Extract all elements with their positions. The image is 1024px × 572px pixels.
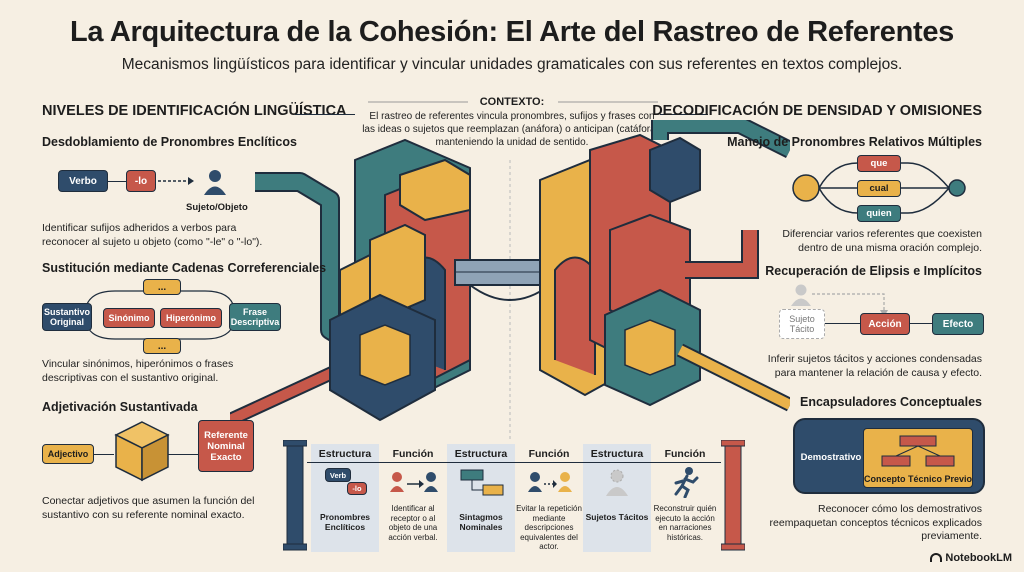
- adjective-box: Adjectivo: [42, 444, 94, 464]
- relative-quien: quien: [857, 205, 901, 222]
- brand-logo: NotebookLM: [930, 552, 1012, 564]
- table-header-2: Función: [392, 448, 434, 460]
- table-caption-4: Evitar la repetición mediante descripcio…: [516, 504, 582, 552]
- page-title: La Arquitectura de la Cohesión: El Arte …: [69, 16, 955, 48]
- chains-title: Sustitución mediante Cadenas Correferenc…: [42, 261, 327, 275]
- subject-label: Sujeto/Objeto: [186, 202, 248, 213]
- table-col-5: [583, 444, 651, 552]
- ellipsis-title: Recuperación de Elipsis e Implícitos: [765, 264, 982, 278]
- encapsulators-desc: Reconocer cómo los demostrativos reempaq…: [769, 503, 982, 543]
- synonym-box: Sinónimo: [103, 308, 155, 328]
- left-pillar-icon: [283, 440, 307, 551]
- ellipsis-desc: Inferir sujetos tácitos y acciones conde…: [767, 353, 982, 379]
- runner-icon: [674, 467, 699, 498]
- tacit-action-connector: [825, 323, 860, 324]
- adjective-title: Adjetivación Sustantivada: [42, 400, 198, 414]
- chains-desc: Vincular sinónimos, hiperónimos o frases…: [42, 358, 234, 384]
- table-header-rule: [307, 462, 721, 463]
- table-suffix-icon: -lo: [347, 482, 367, 495]
- architecture-illustration: [230, 120, 790, 440]
- left-heading: NIVELES DE IDENTIFICACIÓN LINGÜÍSTICA: [42, 103, 347, 119]
- action-box: Acción: [860, 313, 910, 335]
- context-title: CONTEXTO:: [479, 96, 545, 108]
- summary-table: Estructura Función Estructura Función Es…: [307, 444, 721, 552]
- phrase-box: Frase Descriptiva: [229, 303, 281, 331]
- right-heading-rule: [660, 114, 708, 115]
- table-header-6: Función: [664, 448, 706, 460]
- context-body: El rastreo de referentes vincula pronomb…: [362, 111, 662, 148]
- person-icon: [204, 170, 226, 195]
- relatives-title: Manejo de Pronombres Relativos Múltiples: [727, 135, 982, 149]
- table-col-1: [311, 444, 379, 552]
- arrow-icon: [158, 177, 194, 185]
- verb-connector: [108, 181, 126, 182]
- concept-diagram-icon: [881, 435, 955, 467]
- verb-box: Verbo: [58, 170, 108, 192]
- original-noun-box: Sustantivo Original: [42, 303, 92, 331]
- table-header-5: Estructura: [590, 448, 644, 460]
- table-header-3: Estructura: [454, 448, 508, 460]
- action-effect-connector: [910, 323, 932, 324]
- right-pillar-icon: [721, 440, 745, 551]
- table-caption-2: Identificar al receptor o al objeto de u…: [388, 504, 438, 542]
- cube-connector: [168, 454, 200, 455]
- page-subtitle: Mecanismos lingüísticos para identificar…: [121, 56, 903, 73]
- receiver-arrow-icon: [390, 472, 438, 492]
- enclitics-desc: Identificar sufijos adheridos a verbos p…: [42, 222, 263, 248]
- right-heading: DECODIFICACIÓN DE DENSIDAD Y OMISIONES: [652, 103, 982, 119]
- brand-label: NotebookLM: [945, 552, 1012, 564]
- referent-box: Referente Nominal Exacto: [198, 420, 254, 472]
- chain-ellipsis-top: ...: [143, 279, 181, 295]
- table-verb-icon: Verb: [325, 468, 351, 482]
- suffix-box: -lo: [126, 170, 156, 192]
- context-box: CONTEXTO: El rastreo de referentes vincu…: [362, 96, 662, 149]
- tacit-subject-box: Sujeto Tácito: [779, 309, 825, 339]
- encapsulators-title: Encapsuladores Conceptuales: [799, 395, 982, 409]
- left-heading-rule: [295, 114, 355, 115]
- chain-ellipsis-bottom: ...: [143, 338, 181, 354]
- table-caption-1: Pronombres Enclíticos: [319, 512, 371, 533]
- hypernym-box: Hiperónimo: [160, 308, 222, 328]
- table-header-1: Estructura: [318, 448, 372, 460]
- adjective-desc: Conectar adjetivos que asumen la función…: [42, 495, 255, 521]
- concept-label: Concepto Técnico Previo: [863, 474, 973, 484]
- relatives-desc: Diferenciar varios referentes que coexis…: [782, 228, 982, 254]
- context-frame: [368, 101, 658, 103]
- effect-box: Efecto: [932, 313, 984, 335]
- table-caption-6: Reconstruir quién ejecuto la acción en n…: [653, 504, 717, 542]
- table-col-3: [447, 444, 515, 552]
- table-caption-5: Sujetos Tácitos: [585, 512, 649, 522]
- table-caption-3: Sintagmos Nominales: [459, 512, 503, 533]
- table-header-4: Función: [528, 448, 570, 460]
- tacit-subject-icon: [606, 469, 628, 496]
- brand-icon: [930, 553, 943, 562]
- cube-icon: [114, 421, 170, 482]
- chain-connectors: [85, 290, 235, 340]
- relative-cual: cual: [857, 180, 901, 197]
- replacement-icon: [528, 472, 572, 492]
- enclitics-title: Desdoblamiento de Pronombres Enclíticos: [42, 135, 297, 149]
- relative-que: que: [857, 155, 901, 172]
- demonstrative-label: Demostrativo: [800, 452, 862, 463]
- nominal-phrase-icon: [460, 469, 504, 496]
- tacit-person-icon: [791, 284, 811, 306]
- adjective-connector: [94, 454, 114, 455]
